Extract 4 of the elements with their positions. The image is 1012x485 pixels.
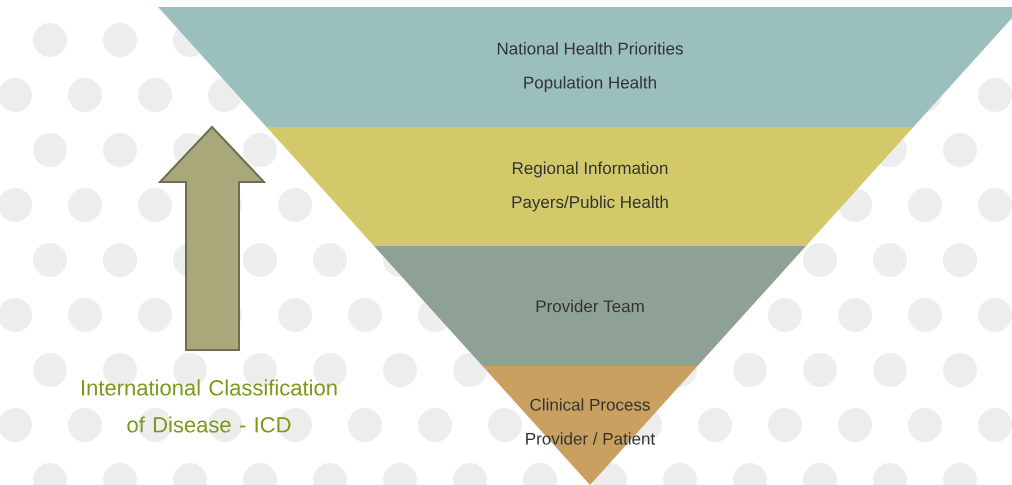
- caption-text: International Classification of Disease - ICD: [82, 379, 337, 433]
- funnel-band: Provider Team: [374, 246, 806, 366]
- funnel-band: National Health Priorities Population Health: [158, 7, 1012, 127]
- funnel-band: Regional Information Payers/Public Health: [266, 127, 914, 246]
